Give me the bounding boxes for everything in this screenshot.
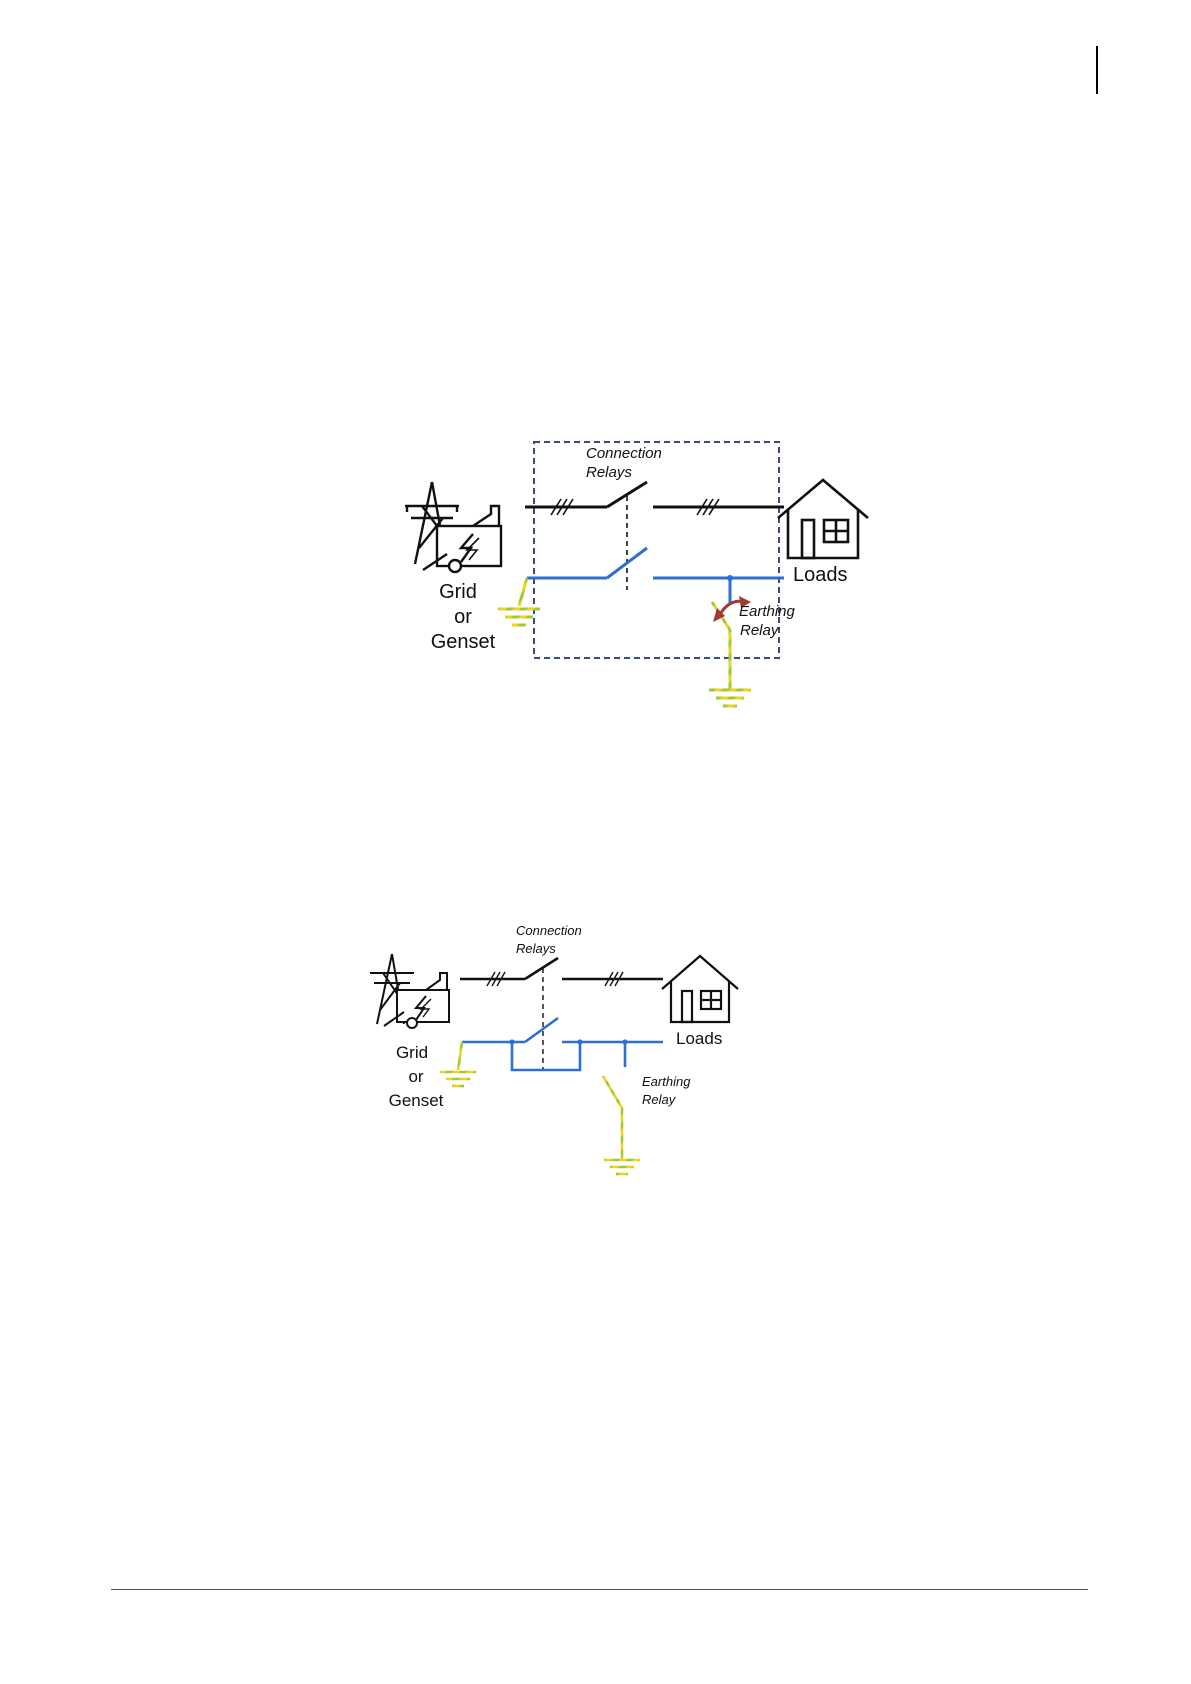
earthing-relay-label-line2: Relay <box>740 622 780 639</box>
header-corner-mark <box>1096 46 1098 94</box>
phase-line <box>460 958 663 979</box>
source-label-line3: Genset <box>431 631 496 653</box>
neutral-line <box>462 1018 663 1070</box>
neutral-junction-3 <box>622 1039 627 1044</box>
diagram-2: Grid or Genset <box>360 910 760 1190</box>
neutral-junction <box>727 575 733 581</box>
earthing-relay-conductor <box>603 1076 622 1160</box>
house-icon <box>778 480 868 558</box>
source-earth-conductor <box>458 1042 462 1070</box>
genset-icon <box>384 973 449 1028</box>
diagram-1: Grid or Genset <box>395 430 895 740</box>
source-earth-conductor <box>519 578 527 606</box>
connection-relays-label-line2: Relays <box>516 941 556 956</box>
neutral-junction-1 <box>509 1039 514 1044</box>
source-label-line2: or <box>454 606 472 628</box>
footer-rule <box>111 1589 1088 1590</box>
load-earth-symbol <box>604 1160 640 1174</box>
connection-relays-label-line2: Relays <box>586 464 632 481</box>
neutral-line <box>527 548 784 605</box>
connection-relays-label-line1: Connection <box>516 923 582 938</box>
genset-icon <box>423 506 501 572</box>
source-label-line1: Grid <box>439 581 477 603</box>
source-label-line1: Grid <box>396 1043 428 1062</box>
loads-label: Loads <box>676 1029 722 1048</box>
connection-relays-label-line1: Connection <box>586 445 662 462</box>
earthing-relay-label-line1: Earthing <box>739 603 796 620</box>
source-earth-symbol <box>440 1072 476 1086</box>
source-label-line3: Genset <box>389 1091 444 1110</box>
load-earth-symbol <box>709 690 751 706</box>
loads-label: Loads <box>793 564 848 586</box>
neutral-junction-2 <box>577 1039 582 1044</box>
source-label-line2: or <box>408 1067 423 1086</box>
house-icon <box>662 956 738 1022</box>
earthing-relay-label-line1: Earthing <box>642 1074 691 1089</box>
earthing-relay-label-line2: Relay <box>642 1092 677 1107</box>
